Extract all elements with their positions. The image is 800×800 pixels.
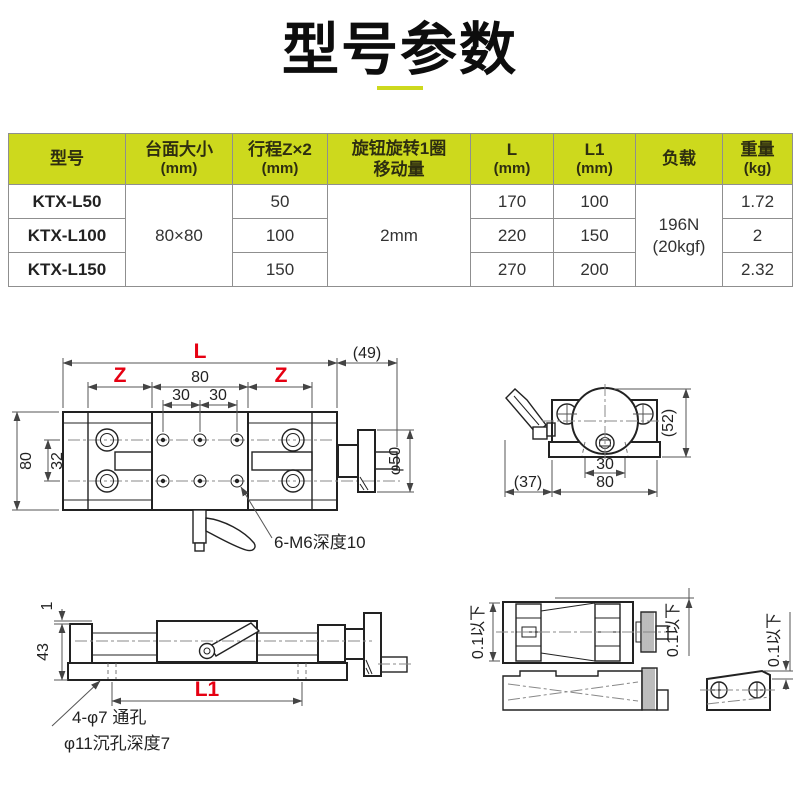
header-label: L1 (584, 140, 605, 159)
tolerance-drawing: 0.1以下 0.1以下 0.1以下 (470, 588, 793, 711)
title-underline-bar (377, 86, 423, 90)
table-row: KTX-L50 80×80 50 2mm 170 100 196N (20kgf… (8, 184, 793, 287)
label-through-holes: 4-φ7 通孔 (72, 708, 146, 727)
load-unit: (20kgf) (652, 236, 706, 256)
header-cell-travel: 行程Z×2(mm) (232, 133, 328, 185)
dim-label-80-side: 80 (18, 452, 35, 470)
dim-label-32: 32 (49, 452, 66, 470)
tolerance-label-block: 0.1以下 (766, 613, 783, 667)
cell-L: 270 (470, 252, 554, 287)
header-label: L (506, 140, 518, 159)
header-unit: (mm) (493, 160, 531, 178)
dim-label-1: 1 (39, 601, 56, 610)
load-value: 196N (658, 215, 700, 235)
table-row: KTX-L100 100 220 150 2 (8, 218, 793, 253)
header-label: 旋钮旋转1圈 (351, 138, 447, 158)
dim-label-L: L (194, 340, 207, 363)
header-label: 型号 (50, 149, 84, 169)
spec-table: 型号 台面大小(mm) 行程Z×2(mm) 旋钮旋转1圈移动量 L(mm) L1… (8, 133, 793, 287)
cell-L: 170 (470, 184, 554, 219)
cell-L1: 150 (553, 218, 636, 253)
dim-label-52: (52) (660, 409, 677, 437)
cell-L1: 100 (553, 184, 636, 219)
label-counterbore: φ11沉孔深度7 (64, 734, 170, 753)
header-cell-L1: L1(mm) (553, 133, 636, 185)
dim-label-Z-right: Z (275, 364, 288, 387)
dim-label-80-top: 80 (191, 369, 209, 386)
dim-label-80-end: 80 (596, 474, 614, 491)
page-title: 型号参数 (282, 18, 518, 82)
cell-weight: 2.32 (722, 252, 793, 287)
header-label: 行程Z×2 (248, 140, 312, 159)
cell-weight: 2 (722, 218, 793, 253)
header-label: 重量 (740, 140, 775, 159)
header-cell-model: 型号 (8, 133, 126, 185)
cell-weight: 1.72 (722, 184, 793, 219)
side-view-drawing: 1 43 L1 4-φ7 通孔 φ11沉孔深度7 (35, 601, 412, 753)
dim-label-phi50: φ50 (387, 447, 404, 475)
header-unit: (mm) (576, 160, 613, 178)
cell-table-size: 80×80 (125, 184, 233, 287)
header-unit: (mm) (261, 160, 299, 178)
header-unit: (kg) (743, 160, 772, 178)
technical-drawings: L (49) Z 80 Z 30 30 80 32 φ50 (12, 340, 793, 753)
header-cell-table-size: 台面大小(mm) (125, 133, 233, 185)
header-cell-movement: 旋钮旋转1圈移动量 (327, 133, 471, 185)
dim-label-Z-left: Z (114, 364, 127, 387)
cell-movement: 2mm (327, 184, 471, 287)
dim-label-30-right: 30 (209, 387, 227, 404)
header-label-2: 移动量 (373, 160, 425, 179)
dim-label-L1: L1 (195, 678, 220, 701)
cell-model: KTX-L150 (8, 252, 126, 287)
header-cell-L: L(mm) (470, 133, 554, 185)
top-view-drawing: L (49) Z 80 Z 30 30 80 32 φ50 (12, 340, 414, 552)
header-row: 型号 台面大小(mm) 行程Z×2(mm) 旋钮旋转1圈移动量 L(mm) L1… (8, 133, 793, 185)
tolerance-label-left: 0.1以下 (470, 605, 487, 659)
cell-travel: 150 (232, 252, 328, 287)
table-row: KTX-L150 150 270 200 2.32 (8, 252, 793, 287)
cell-L: 220 (470, 218, 554, 253)
dim-label-49: (49) (353, 345, 381, 362)
cell-model: KTX-L100 (8, 218, 126, 253)
dim-label-37: (37) (514, 474, 542, 491)
dim-label-30-left: 30 (172, 387, 190, 404)
cell-model: KTX-L50 (8, 184, 126, 219)
header-cell-load: 负载 (635, 133, 723, 185)
cell-travel: 50 (232, 184, 328, 219)
dim-label-43: 43 (35, 643, 52, 661)
cell-travel: 100 (232, 218, 328, 253)
header-label: 负载 (662, 149, 696, 169)
header-unit: (mm) (160, 160, 198, 178)
header-cell-weight: 重量(kg) (722, 133, 793, 185)
header-label: 台面大小 (145, 140, 213, 159)
end-view-drawing: (52) 30 (37) 80 (504, 384, 691, 497)
cell-load: 196N (20kgf) (635, 184, 723, 287)
label-m6-holes: 6-M6深度10 (274, 533, 366, 552)
cell-L1: 200 (553, 252, 636, 287)
dim-label-30-end: 30 (596, 456, 614, 473)
tolerance-label-right: 0.1以下 (665, 603, 682, 657)
